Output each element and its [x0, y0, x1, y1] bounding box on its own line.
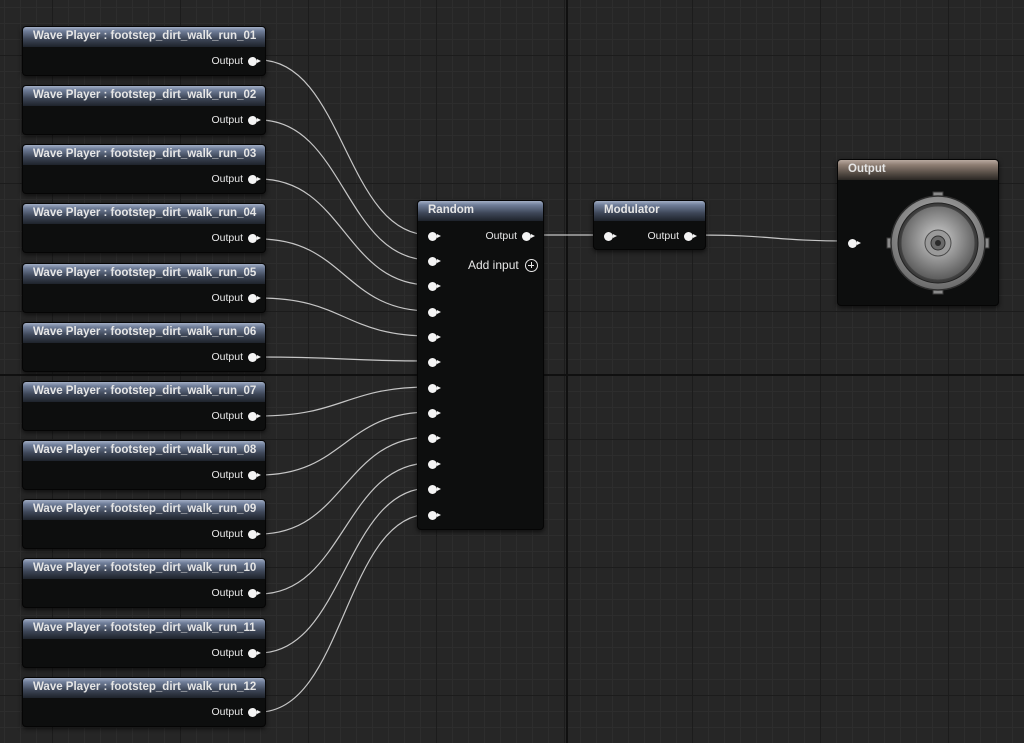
- node-title: Wave Player : footstep_dirt_walk_run_09: [23, 500, 265, 520]
- wave-player-node-04[interactable]: Wave Player : footstep_dirt_walk_run_04 …: [22, 203, 266, 253]
- node-title: Wave Player : footstep_dirt_walk_run_12: [23, 678, 265, 698]
- output-pin[interactable]: [248, 115, 261, 125]
- output-pin[interactable]: [248, 411, 261, 421]
- wire-modulator-to-output: [696, 234, 851, 242]
- sound-output-node[interactable]: Output: [837, 159, 999, 306]
- wire-wave-5-to-random: [258, 297, 431, 337]
- node-title: Wave Player : footstep_dirt_walk_run_01: [23, 27, 265, 47]
- wire-wave-10-to-random: [258, 462, 431, 595]
- output-pin-label: Output: [211, 55, 243, 67]
- modulator-node[interactable]: Modulator Output: [593, 200, 706, 250]
- node-title: Output: [838, 160, 998, 180]
- wire-wave-7-to-random: [258, 386, 431, 417]
- random-node[interactable]: Random Output Add input: [417, 200, 544, 530]
- node-title: Wave Player : footstep_dirt_walk_run_07: [23, 382, 265, 402]
- output-pin-label: Output: [211, 351, 243, 363]
- output-pin-label: Output: [211, 173, 243, 185]
- node-title: Wave Player : footstep_dirt_walk_run_10: [23, 559, 265, 579]
- random-input-pin-2[interactable]: [428, 256, 441, 266]
- output-pin-label: Output: [211, 528, 243, 540]
- wave-player-node-05[interactable]: Wave Player : footstep_dirt_walk_run_05 …: [22, 263, 266, 313]
- random-input-pin-5[interactable]: [428, 332, 441, 342]
- wave-player-node-11[interactable]: Wave Player : footstep_dirt_walk_run_11 …: [22, 618, 266, 668]
- wave-player-node-03[interactable]: Wave Player : footstep_dirt_walk_run_03 …: [22, 144, 266, 194]
- wave-player-node-02[interactable]: Wave Player : footstep_dirt_walk_run_02 …: [22, 85, 266, 135]
- wire-wave-4-to-random: [258, 238, 431, 312]
- output-pin-label: Output: [211, 587, 243, 599]
- node-title: Wave Player : footstep_dirt_walk_run_03: [23, 145, 265, 165]
- output-pin-label: Output: [211, 292, 243, 304]
- random-input-pin-3[interactable]: [428, 281, 441, 291]
- output-pin-label: Output: [211, 469, 243, 481]
- wave-player-node-06[interactable]: Wave Player : footstep_dirt_walk_run_06 …: [22, 322, 266, 372]
- node-title: Modulator: [594, 201, 705, 221]
- output-pin-label: Output: [211, 114, 243, 126]
- wave-player-node-07[interactable]: Wave Player : footstep_dirt_walk_run_07 …: [22, 381, 266, 431]
- node-title: Random: [418, 201, 543, 221]
- wire-wave-6-to-random: [258, 356, 431, 362]
- node-title: Wave Player : footstep_dirt_walk_run_06: [23, 323, 265, 343]
- add-input-button[interactable]: Add input: [468, 258, 538, 272]
- output-pin[interactable]: [248, 174, 261, 184]
- output-pin-label: Output: [647, 230, 679, 242]
- output-node-input-pin[interactable]: [848, 238, 861, 248]
- random-input-pin-9[interactable]: [428, 433, 441, 443]
- random-input-pin-11[interactable]: [428, 484, 441, 494]
- node-title: Wave Player : footstep_dirt_walk_run_02: [23, 86, 265, 106]
- random-input-pin-7[interactable]: [428, 383, 441, 393]
- output-pin[interactable]: [248, 352, 261, 362]
- node-title: Wave Player : footstep_dirt_walk_run_04: [23, 204, 265, 224]
- output-pin[interactable]: [248, 56, 261, 66]
- output-pin[interactable]: [248, 707, 261, 717]
- add-input-label: Add input: [468, 258, 519, 272]
- random-output-pin[interactable]: [522, 231, 535, 241]
- node-title: Wave Player : footstep_dirt_walk_run_05: [23, 264, 265, 284]
- wire-wave-3-to-random: [258, 178, 431, 286]
- plus-circle-icon: [524, 258, 538, 272]
- wire-wave-9-to-random: [258, 436, 431, 535]
- output-pin-label: Output: [211, 647, 243, 659]
- wave-player-node-10[interactable]: Wave Player : footstep_dirt_walk_run_10 …: [22, 558, 266, 608]
- output-pin-label: Output: [211, 410, 243, 422]
- random-input-pin-4[interactable]: [428, 307, 441, 317]
- random-input-pin-6[interactable]: [428, 357, 441, 367]
- modulator-input-pin[interactable]: [604, 231, 617, 241]
- output-pin[interactable]: [248, 588, 261, 598]
- wave-player-node-01[interactable]: Wave Player : footstep_dirt_walk_run_01 …: [22, 26, 266, 76]
- node-title: Wave Player : footstep_dirt_walk_run_08: [23, 441, 265, 461]
- output-pin[interactable]: [248, 233, 261, 243]
- wave-player-node-12[interactable]: Wave Player : footstep_dirt_walk_run_12 …: [22, 677, 266, 727]
- random-input-pin-12[interactable]: [428, 510, 441, 520]
- wire-wave-1-to-random: [258, 59, 431, 236]
- output-pin[interactable]: [248, 529, 261, 539]
- output-pin-label: Output: [485, 230, 517, 242]
- output-pin[interactable]: [248, 293, 261, 303]
- wire-wave-12-to-random: [258, 513, 431, 713]
- output-pin-label: Output: [211, 706, 243, 718]
- grid-axis-vertical: [566, 0, 568, 743]
- wave-player-node-08[interactable]: Wave Player : footstep_dirt_walk_run_08 …: [22, 440, 266, 490]
- output-pin[interactable]: [248, 470, 261, 480]
- random-input-pin-8[interactable]: [428, 408, 441, 418]
- random-input-pin-1[interactable]: [428, 231, 441, 241]
- wire-wave-11-to-random: [258, 487, 431, 654]
- output-pin-label: Output: [211, 232, 243, 244]
- wave-player-node-09[interactable]: Wave Player : footstep_dirt_walk_run_09 …: [22, 499, 266, 549]
- wire-wave-8-to-random: [258, 411, 431, 476]
- speaker-icon: [886, 191, 990, 295]
- modulator-output-pin[interactable]: [684, 231, 697, 241]
- wire-wave-2-to-random: [258, 119, 431, 261]
- node-title: Wave Player : footstep_dirt_walk_run_11: [23, 619, 265, 639]
- random-input-pin-10[interactable]: [428, 459, 441, 469]
- output-pin[interactable]: [248, 648, 261, 658]
